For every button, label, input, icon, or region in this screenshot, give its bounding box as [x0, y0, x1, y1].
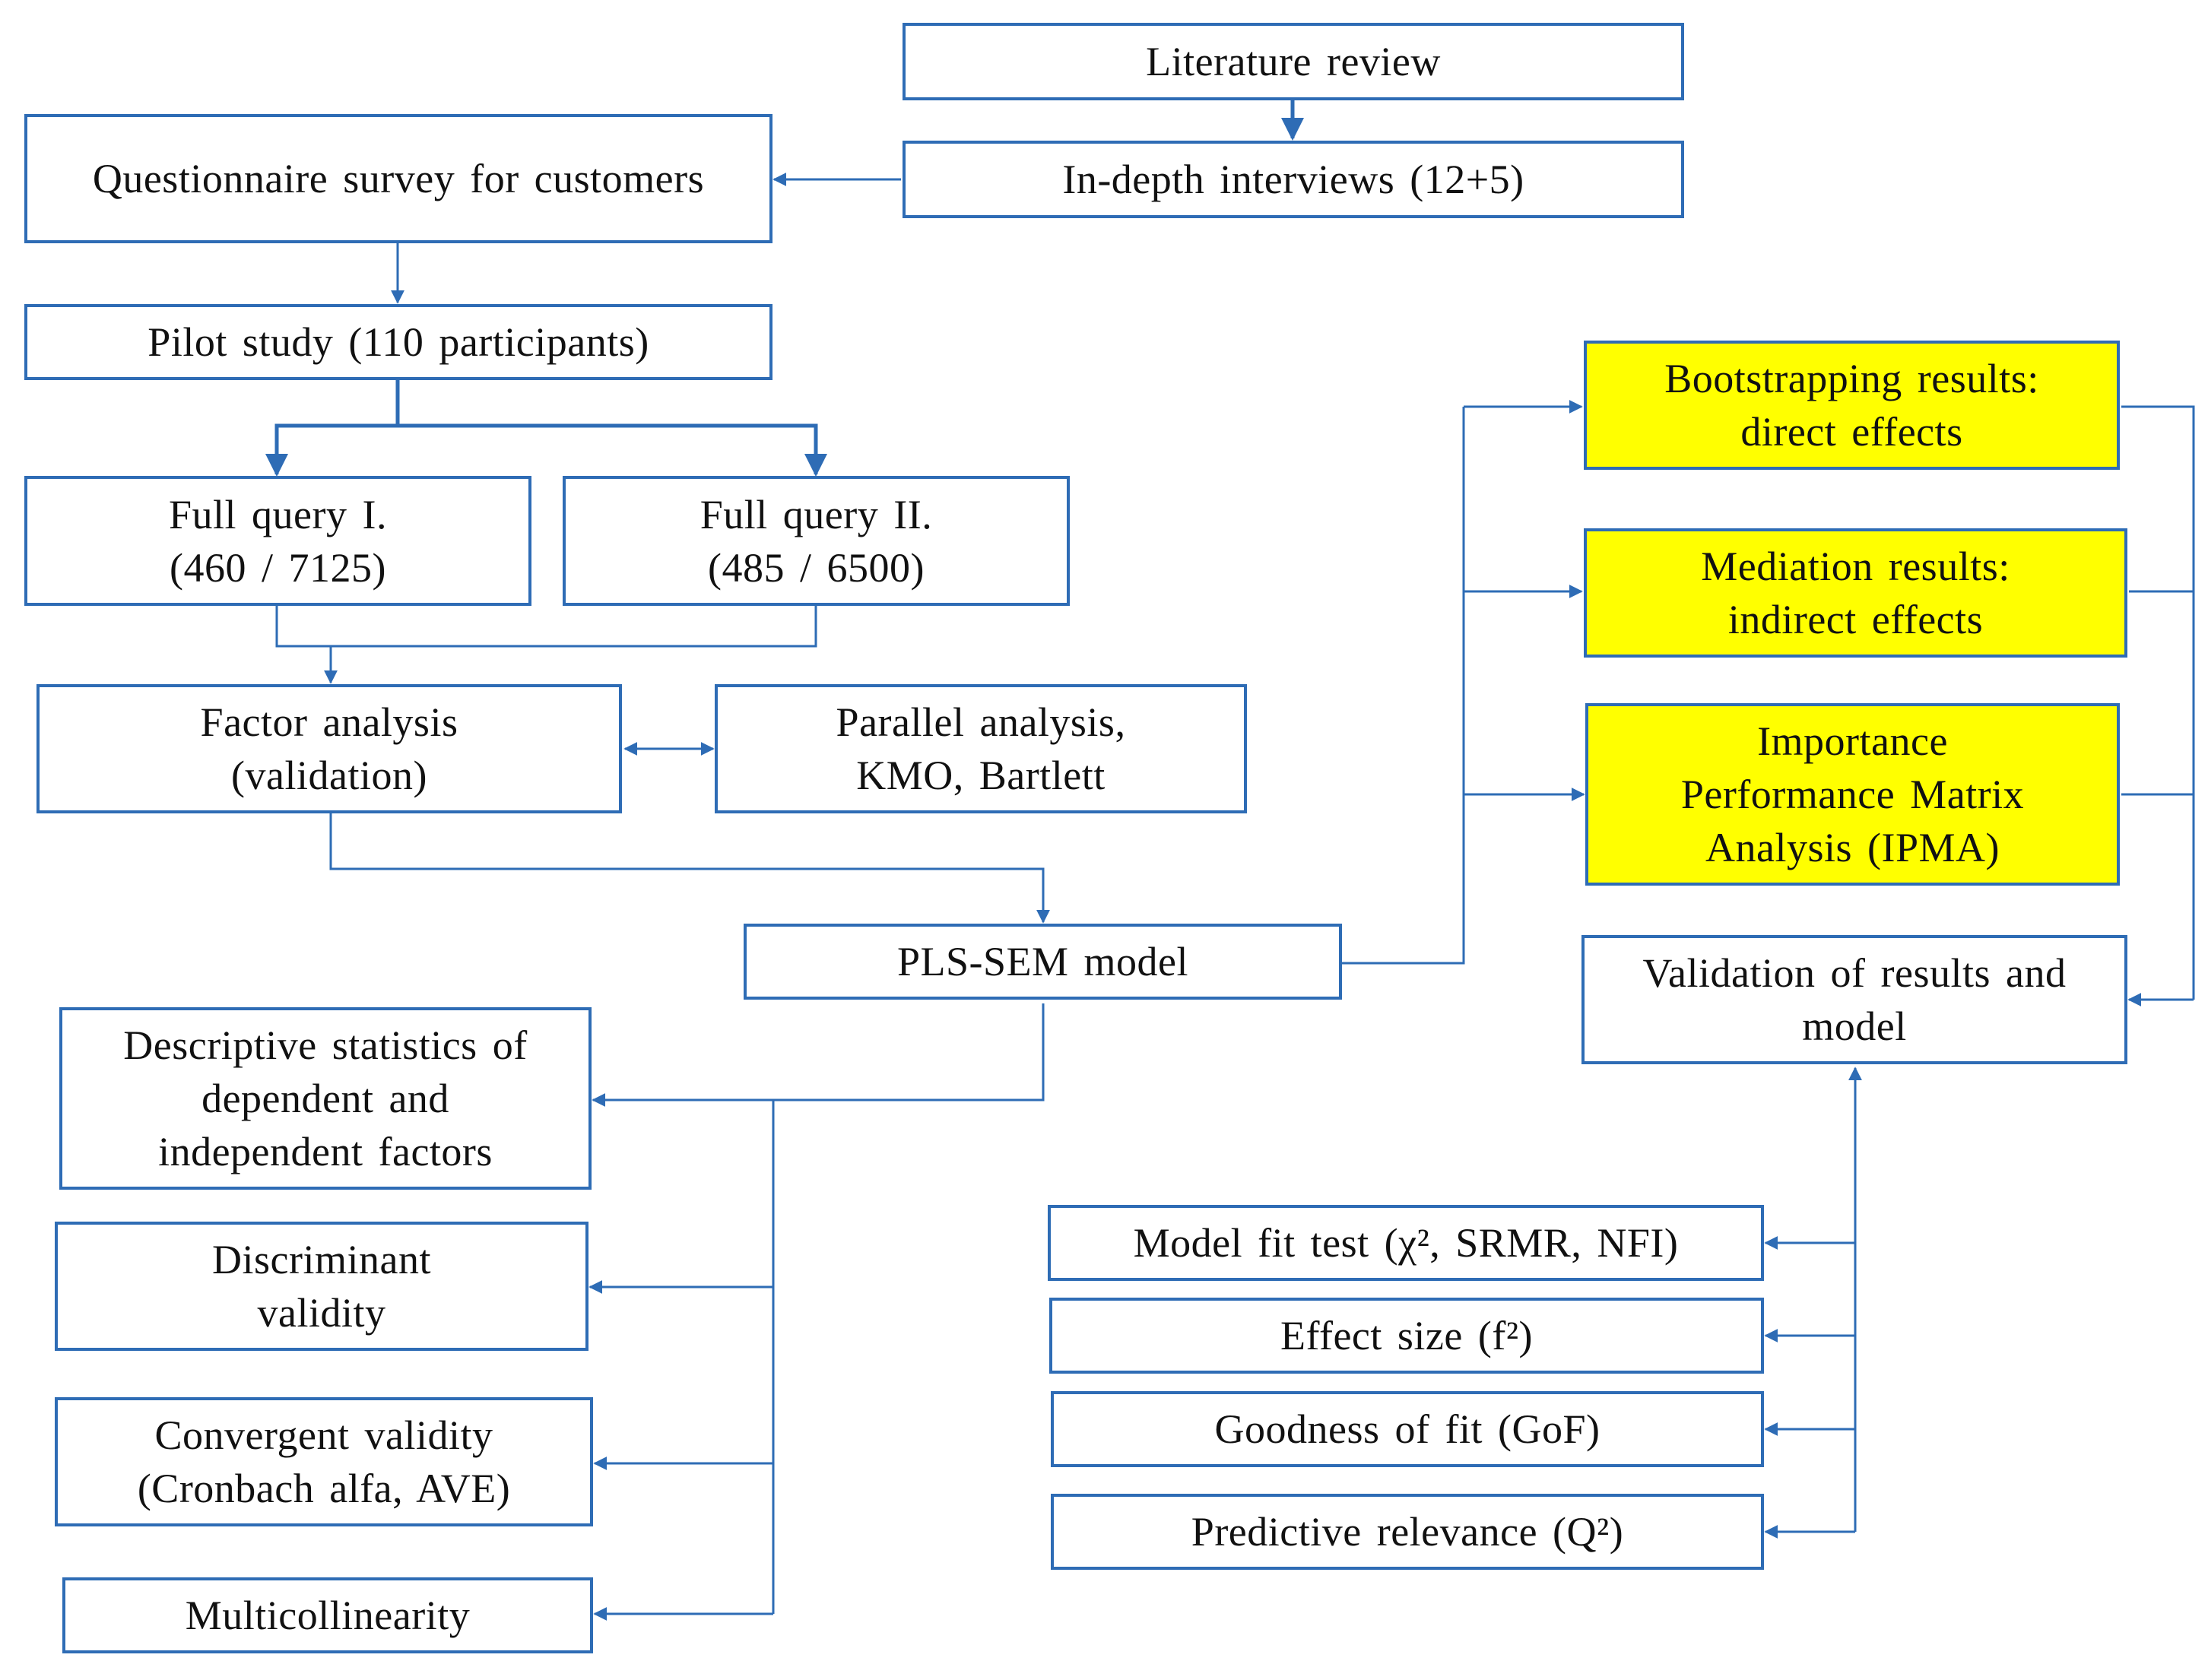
model-fit-test-label: Model fit test (χ², SRMR, NFI): [1133, 1220, 1679, 1266]
parallel-analysis-box: Parallel analysis, KMO, Bartlett: [715, 684, 1247, 813]
line-pls-to-right: [1340, 407, 1465, 965]
literature-review-box: Literature review: [903, 23, 1684, 100]
full-query-1-line2: (460 / 7125): [170, 544, 386, 591]
predictive-relevance-label: Predictive relevance (Q²): [1191, 1509, 1624, 1555]
ipma-line2: Performance Matrix: [1680, 772, 2025, 817]
pls-sem-model-label: PLS-SEM model: [896, 939, 1189, 984]
full-query-2-box: Full query II. (485 / 6500): [563, 476, 1070, 606]
ipma-box: Importance Performance Matrix Analysis (…: [1585, 703, 2120, 886]
bootstrapping-results-box: Bootstrapping results: direct effects: [1584, 341, 2120, 470]
discriminant-validity-box: Discriminant validity: [55, 1222, 588, 1351]
full-query-2-line2: (485 / 6500): [708, 544, 925, 591]
full-query-2-line1: Full query II.: [700, 491, 933, 537]
validation-of-results-label: Validation of results and model: [1642, 950, 2067, 1049]
goodness-of-fit-box: Goodness of fit (GoF): [1051, 1391, 1764, 1467]
mediation-results-box: Mediation results: indirect effects: [1584, 528, 2127, 658]
bootstrapping-results-line1: Bootstrapping results:: [1664, 356, 2039, 401]
ipma-line1: Importance: [1757, 718, 1948, 764]
questionnaire-survey-label: Questionnaire survey for customers: [92, 156, 705, 201]
questionnaire-survey-box: Questionnaire survey for customers: [24, 114, 772, 243]
multicollinearity-label: Multicollinearity: [185, 1593, 471, 1638]
bootstrapping-results-line2: direct effects: [1740, 409, 1963, 455]
ipma-line3: Analysis (IPMA): [1705, 825, 2000, 870]
convergent-validity-line1: Convergent validity: [154, 1412, 493, 1458]
full-query-1-line1: Full query I.: [169, 491, 387, 537]
pilot-study-box: Pilot study (110 participants): [24, 304, 772, 380]
in-depth-interviews-box: In-depth interviews (12+5): [903, 141, 1684, 218]
arrow-full-query-1-to-factor: [275, 606, 338, 684]
pls-sem-model-box: PLS-SEM model: [744, 924, 1342, 1000]
arrow-pilot-to-full-query-1: [265, 380, 400, 477]
full-query-1-box: Full query I. (460 / 7125): [24, 476, 531, 606]
parallel-analysis-line1: Parallel analysis,: [836, 699, 1126, 745]
convergent-validity-line2: (Cronbach alfa, AVE): [137, 1466, 511, 1511]
goodness-of-fit-label: Goodness of fit (GoF): [1214, 1406, 1600, 1452]
effect-size-label: Effect size (f²): [1280, 1313, 1533, 1358]
descriptive-statistics-label: Descriptive statistics of dependent and …: [123, 1022, 528, 1174]
convergent-validity-box: Convergent validity (Cronbach alfa, AVE): [55, 1397, 593, 1526]
factor-analysis-box: Factor analysis (validation): [36, 684, 622, 813]
validation-of-results-box: Validation of results and model: [1581, 935, 2127, 1064]
mediation-results-line2: indirect effects: [1727, 597, 1984, 642]
literature-review-label: Literature review: [1146, 39, 1441, 84]
parallel-analysis-line2: KMO, Bartlett: [856, 753, 1106, 798]
in-depth-interviews-label: In-depth interviews (12+5): [1062, 157, 1524, 202]
mediation-results-line1: Mediation results:: [1701, 544, 2010, 589]
pilot-study-label: Pilot study (110 participants): [148, 319, 649, 365]
factor-analysis-line1: Factor analysis: [200, 699, 458, 745]
descriptive-statistics-box: Descriptive statistics of dependent and …: [59, 1007, 592, 1190]
multicollinearity-box: Multicollinearity: [62, 1577, 593, 1653]
predictive-relevance-box: Predictive relevance (Q²): [1051, 1494, 1764, 1570]
line-full-query-2-to-factor: [331, 606, 817, 648]
model-fit-test-box: Model fit test (χ², SRMR, NFI): [1048, 1205, 1764, 1281]
factor-analysis-line2: (validation): [231, 753, 427, 798]
line-results-to-validation: [2121, 405, 2195, 1000]
line-pls-to-left: [772, 1003, 1045, 1614]
arrow-pilot-to-full-query-2: [398, 423, 827, 477]
arrow-factor-to-pls: [329, 813, 1050, 924]
effect-size-box: Effect size (f²): [1049, 1298, 1764, 1374]
discriminant-validity-label: Discriminant validity: [212, 1237, 431, 1336]
